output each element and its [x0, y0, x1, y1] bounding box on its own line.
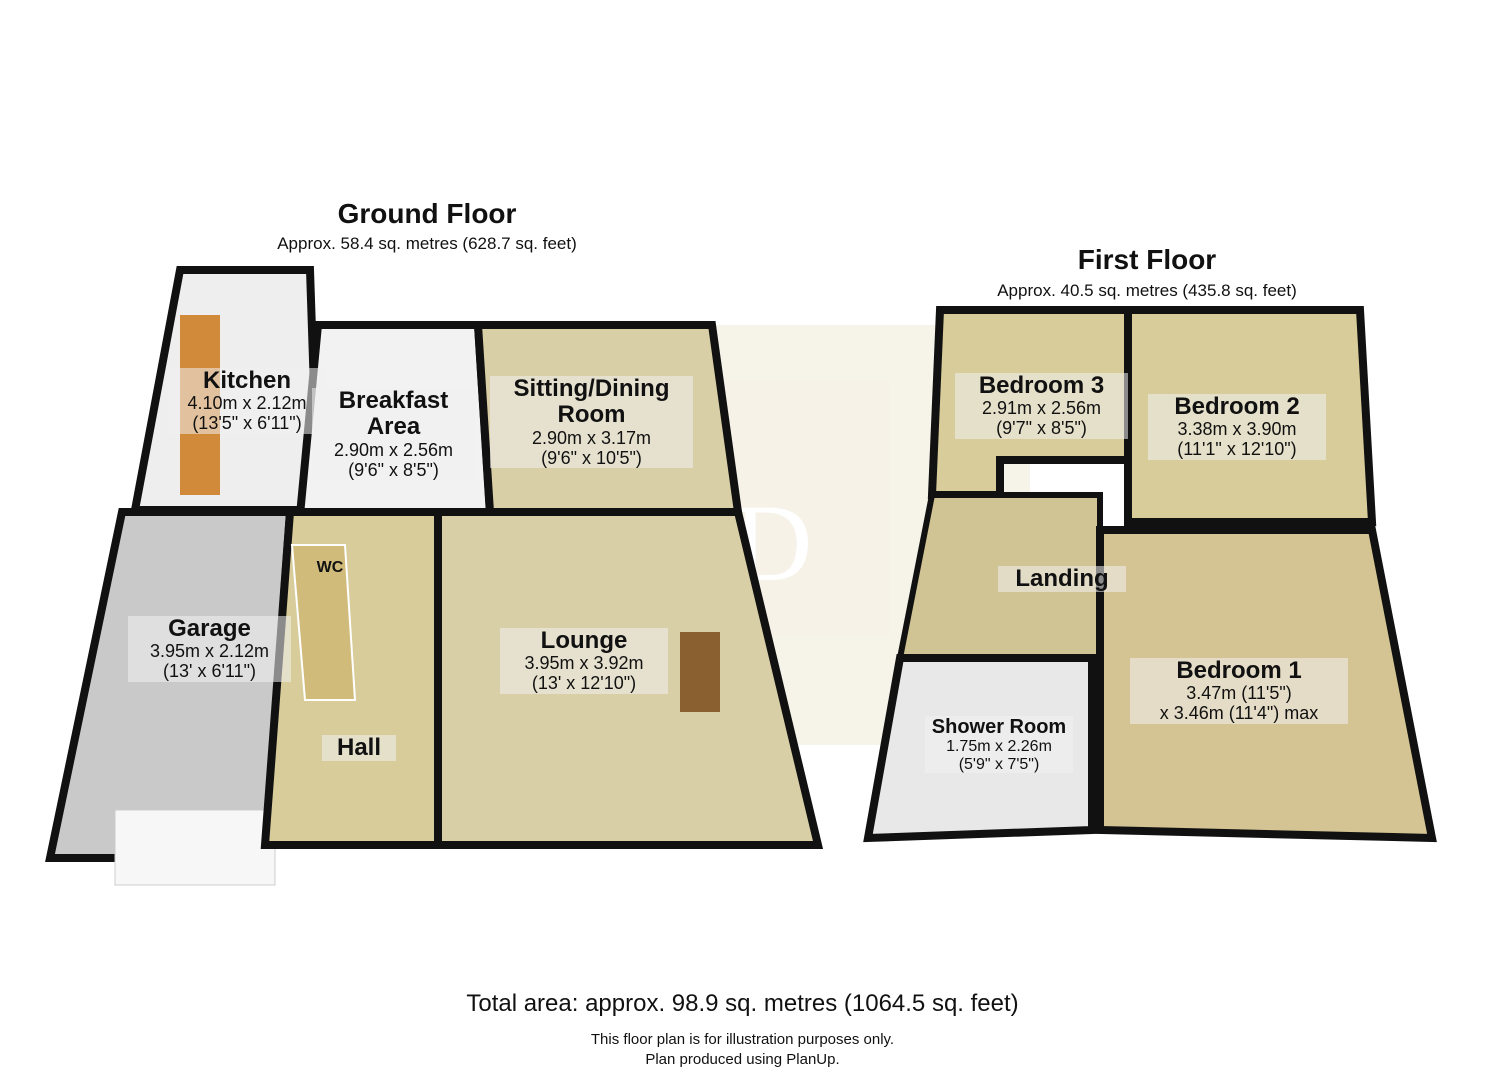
room-imperial: (9'6" x 8'5")	[348, 459, 439, 480]
room-metric: 4.10m x 2.12m	[187, 393, 307, 414]
room-imperial: x 3.46m (11'4") max	[1159, 703, 1319, 724]
room-metric: 2.90m x 2.56m	[333, 439, 454, 460]
total-area: Total area: approx. 98.9 sq. metres (106…	[466, 990, 1019, 1017]
room-metric: 3.95m x 2.12m	[149, 641, 270, 662]
disclaimer: This floor plan is for illustration purp…	[590, 1031, 895, 1048]
room-metric: 1.75m x 2.26m	[946, 738, 1052, 755]
room-label-lounge: Lounge 3.95m x 3.92m (13' x 12'10")	[500, 627, 668, 694]
room-label-shower-room: Shower Room 1.75m x 2.26m (5'9" x 7'5")	[925, 716, 1073, 774]
room-name: Shower Room	[931, 716, 1067, 738]
room-name: Landing	[1015, 565, 1109, 592]
ground-floor-area: Approx. 58.4 sq. metres (628.7 sq. feet)	[277, 234, 577, 253]
room-name: Bedroom 1	[1176, 657, 1302, 684]
room-metric: 3.38m x 3.90m	[1177, 419, 1297, 440]
stairs	[290, 544, 357, 701]
room-label-breakfast-area: Breakfast Area 2.90m x 2.56m (9'6" x 8'5…	[312, 387, 475, 481]
first-floor-area: Approx. 40.5 sq. metres (435.8 sq. feet)	[997, 281, 1297, 300]
room-label-landing: Landing	[998, 565, 1126, 593]
room-name: Bedroom 3	[978, 372, 1105, 399]
room-imperial: (9'6" x 10'5")	[541, 447, 642, 468]
room-name: Bedroom 2	[1174, 393, 1300, 420]
room-label-hall: Hall	[322, 734, 396, 762]
room-metric: 3.95m x 3.92m	[524, 653, 644, 674]
room-metric: 3.47m (11'5")	[1186, 683, 1292, 704]
room-imperial: (13'5" x 6'11")	[192, 413, 302, 434]
room-name: Lounge	[540, 627, 628, 654]
room-label-bedroom-3: Bedroom 3 2.91m x 2.56m (9'7" x 8'5")	[955, 372, 1128, 439]
room-name: Hall	[336, 734, 381, 761]
room-label-garage: Garage 3.95m x 2.12m (13' x 6'11")	[128, 615, 291, 682]
room-label-kitchen: Kitchen 4.10m x 2.12m (13'5" x 6'11")	[168, 367, 326, 434]
room-imperial: (9'7" x 8'5")	[996, 418, 1087, 439]
ground-floor-title: Ground Floor	[337, 198, 517, 229]
room-name: Sitting/Dining Room	[513, 375, 670, 429]
garage-floor	[45, 508, 295, 862]
room-metric: 2.90m x 3.17m	[531, 427, 652, 448]
room-imperial: (5'9" x 7'5")	[958, 755, 1040, 773]
room-name: Garage	[168, 615, 251, 642]
room-name: Breakfast Area	[338, 387, 449, 441]
garage-door	[114, 809, 276, 886]
first-floor-title: First Floor	[1077, 244, 1217, 275]
credit: Plan produced using PlanUp.	[645, 1051, 840, 1068]
room-metric: 2.91m x 2.56m	[981, 398, 1102, 419]
room-name: WC	[316, 559, 344, 576]
room-label-wc: WC	[306, 559, 354, 577]
room-label-bedroom-2: Bedroom 2 3.38m x 3.90m (11'1" x 12'10")	[1148, 393, 1326, 460]
room-imperial: (11'1" x 12'10")	[1177, 439, 1297, 460]
room-imperial: (13' x 12'10")	[531, 673, 637, 694]
room-imperial: (13' x 6'11")	[163, 661, 256, 682]
room-label-sitting-dining: Sitting/Dining Room 2.90m x 3.17m (9'6" …	[490, 375, 693, 469]
fireplace	[680, 632, 720, 712]
room-name: Kitchen	[202, 367, 291, 394]
ground-floor-plan	[45, 266, 824, 886]
room-label-bedroom-1: Bedroom 1 3.47m (11'5") x 3.46m (11'4") …	[1130, 657, 1348, 724]
